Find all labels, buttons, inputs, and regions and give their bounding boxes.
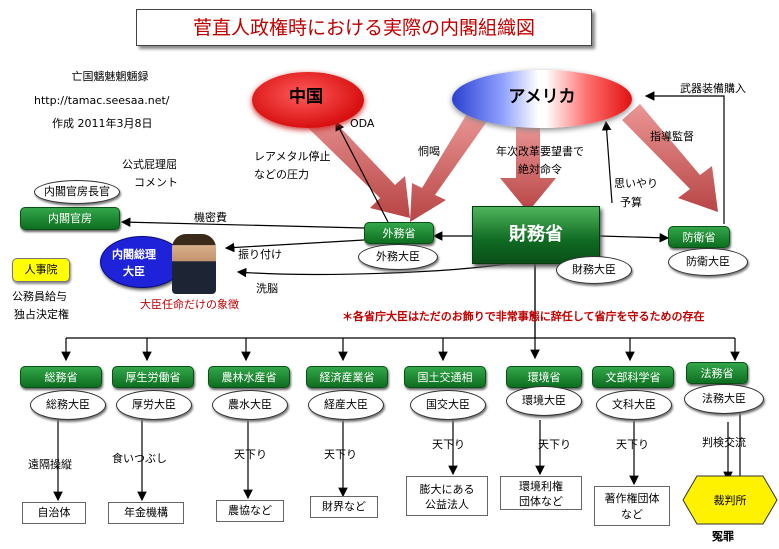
author-url[interactable]: http://tamac.seesaa.net/	[34, 94, 170, 107]
ministry-kokkou-box[interactable]: 国土交通相	[404, 366, 486, 388]
chief-cabinet-secretary-oval[interactable]: 内閣官房長官	[34, 180, 120, 204]
america-label: アメリカ	[508, 87, 576, 107]
author-name: 亡国魑魅魍魎録	[71, 70, 149, 83]
target-chosakuken-line2: など	[621, 508, 643, 521]
court-hexagon	[682, 475, 778, 525]
ministry-soumu-minister[interactable]: 総務大臣	[30, 390, 106, 420]
label-oda: ODA	[350, 117, 375, 130]
arrow-china-to-mofa	[300, 104, 410, 218]
target-kankyou[interactable]: 環境利権 団体など	[500, 476, 582, 510]
ministry-houmu-box[interactable]: 法務省	[686, 362, 748, 384]
ministry-nourin-box[interactable]: 農林水産省	[208, 366, 290, 388]
pm-label-1: 内閣総理	[112, 248, 156, 261]
action-nourin: 天下り	[234, 448, 267, 461]
ministry-houmu-minister[interactable]: 法務大臣	[684, 384, 764, 414]
target-koueki-line1: 膨大にある	[419, 483, 475, 496]
label-nenji-2: 絶対命令	[518, 163, 562, 176]
label-omoiyari-1: 思いやり	[614, 177, 658, 190]
prime-minister-oval[interactable]	[100, 236, 184, 288]
arrow-america-to-mof	[500, 124, 556, 212]
ministry-kouroushou-box[interactable]: 厚生労働省	[112, 366, 194, 388]
arrow-america-doukatsu	[410, 112, 488, 222]
label-doukatsu: 恫喝	[418, 145, 440, 158]
target-koueki-line2: 公益法人	[425, 498, 469, 511]
mod-minister-oval[interactable]: 防衛大臣	[668, 248, 748, 276]
china-cloud	[252, 72, 364, 128]
ministry-keisan-box[interactable]: 経済産業省	[306, 366, 388, 388]
target-jichitai[interactable]: 自治体	[22, 502, 86, 524]
america-cloud	[452, 70, 632, 128]
target-nenkin[interactable]: 年金機構	[108, 502, 184, 524]
jinjiin-desc-1: 公務員給与	[12, 290, 67, 303]
mof-minister-oval[interactable]: 財務大臣	[556, 256, 632, 284]
target-koueki[interactable]: 膨大にある 公益法人	[406, 476, 488, 516]
action-keisan: 天下り	[324, 448, 357, 461]
action-soumu: 遠隔操縦	[28, 458, 72, 471]
diagram-title: 菅直人政権時における実際の内閣組織図	[136, 9, 592, 46]
arrow-america-to-mod	[622, 104, 718, 212]
action-houmu: 判検交流	[702, 436, 746, 449]
pm-label-2: 大臣	[123, 265, 145, 278]
target-chosakuken[interactable]: 著作権団体 など	[594, 486, 670, 526]
target-chosakuken-line1: 著作権団体	[604, 492, 660, 505]
label-shidou: 指導監督	[650, 130, 694, 143]
jinjiin-desc-2: 独占決定権	[14, 308, 69, 321]
label-sennou: 洗脳	[256, 282, 278, 295]
label-furitsuke: 振り付け	[238, 248, 282, 261]
label-kimitsuhi: 機密費	[194, 211, 227, 224]
note-text: ＊各省庁大臣はただのお飾りで非常事態に辞任して省庁を守るための存在	[342, 310, 705, 323]
label-nenji-1: 年次改革要望書で	[496, 145, 584, 158]
ministry-monka-box[interactable]: 文部科学省	[592, 366, 674, 388]
mofa-minister-oval[interactable]: 外務大臣	[358, 244, 438, 270]
ministry-monka-minister[interactable]: 文科大臣	[596, 390, 672, 420]
ministry-nourin-minister[interactable]: 農水大臣	[212, 390, 288, 420]
cabinet-office-box[interactable]: 内閣官房	[20, 207, 120, 230]
pm-portrait	[172, 234, 216, 294]
ministry-kankyou-minister[interactable]: 環境大臣	[506, 386, 582, 416]
label-koushiki-1: 公式屁理屈	[122, 158, 177, 171]
action-kouroushou: 食いつぶし	[112, 452, 167, 465]
action-kokkou: 天下り	[432, 438, 465, 451]
target-noukyou[interactable]: 農協など	[216, 500, 284, 522]
pm-caption: 大臣任命だけの象徴	[140, 298, 239, 311]
author-date: 作成 2011年3月8日	[52, 117, 153, 130]
action-kankyou: 天下り	[538, 438, 571, 451]
label-omoiyari-2: 予算	[620, 196, 642, 209]
target-kankyou-line1: 環境利権	[519, 480, 563, 493]
label-buki: 武器装備購入	[680, 82, 746, 95]
mof-box[interactable]: 財務省	[472, 206, 600, 264]
target-saibansho[interactable]: 裁判所	[713, 494, 747, 507]
mod-box[interactable]: 防衛省	[668, 226, 730, 248]
target-zaikai[interactable]: 財界など	[310, 496, 378, 518]
ministry-kankyou-box[interactable]: 環境省	[506, 366, 582, 388]
jinjiin-box[interactable]: 人事院	[12, 258, 70, 282]
label-rare-metal-2: などの圧力	[254, 168, 309, 181]
ministry-keisan-minister[interactable]: 経産大臣	[308, 390, 384, 420]
china-label: 中国	[289, 87, 323, 107]
mofa-box[interactable]: 外務省	[364, 222, 434, 244]
label-enzai: 冤罪	[712, 530, 734, 543]
target-kankyou-line2: 団体など	[519, 495, 563, 508]
label-koushiki-2: コメント	[134, 176, 178, 189]
action-monka: 天下り	[616, 438, 649, 451]
label-rare-metal-1: レアメタル停止	[254, 150, 331, 163]
ministry-kokkou-minister[interactable]: 国交大臣	[410, 390, 486, 420]
ministry-kouroushou-minister[interactable]: 厚労大臣	[116, 390, 192, 420]
ministry-soumu-box[interactable]: 総務省	[20, 366, 102, 388]
